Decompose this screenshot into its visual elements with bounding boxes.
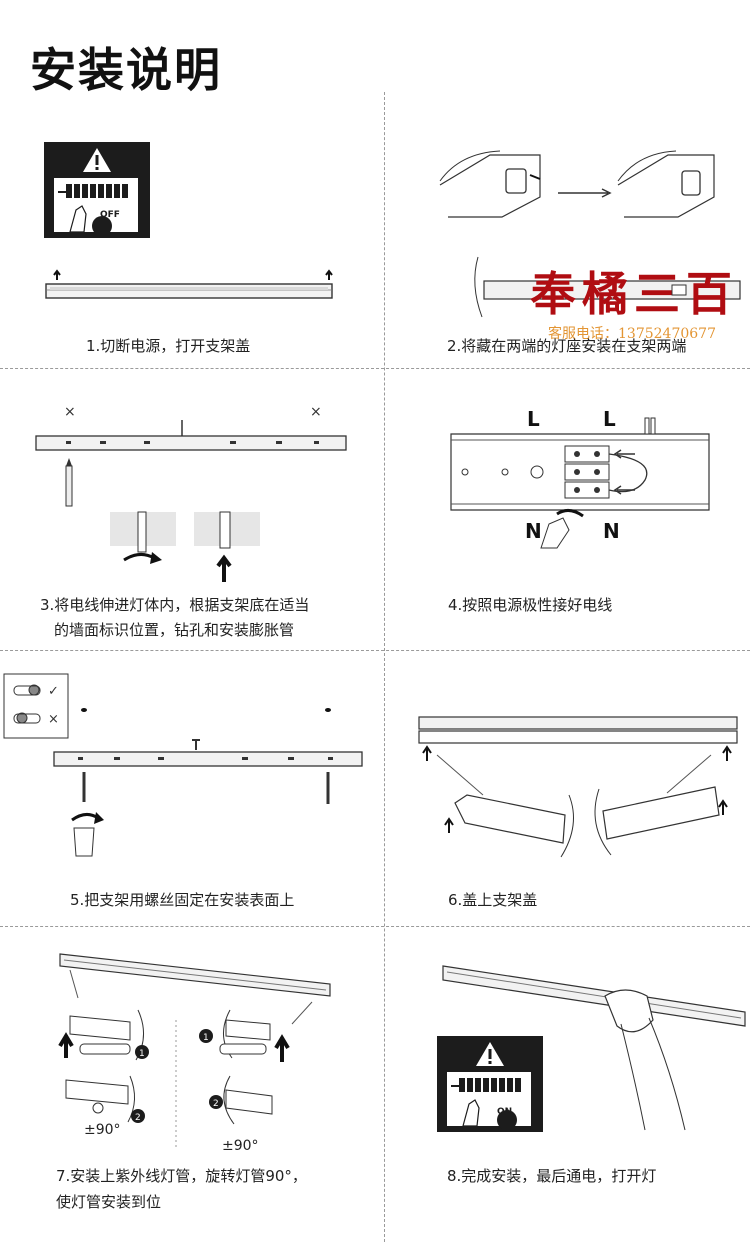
- up-arrow-icon: [325, 269, 333, 280]
- step1-illustration: OFF: [44, 142, 333, 299]
- switch-knob: [92, 216, 112, 236]
- up-arrow-icon: [718, 799, 728, 815]
- rotate-arrow-icon: [556, 509, 584, 518]
- svg-text:2: 2: [135, 1113, 141, 1123]
- ground-screw: [530, 465, 544, 479]
- step1-caption: 1.切断电源，打开支架盖: [86, 337, 251, 355]
- fixture-end: [65, 1079, 129, 1105]
- step4-illustration: L L N N: [450, 407, 710, 549]
- step3-illustration: × ×: [35, 404, 347, 582]
- up-arrow-icon: [274, 1034, 290, 1062]
- pencil-icon: [65, 465, 73, 507]
- step2-illustration: [439, 150, 741, 318]
- row-divider-3: [0, 926, 750, 927]
- on-label: ON: [497, 1107, 512, 1117]
- off-label: OFF: [100, 210, 120, 220]
- column-divider: [384, 92, 385, 1242]
- svg-text:1: 1: [203, 1033, 209, 1043]
- cross-mark: ×: [64, 404, 76, 420]
- step3-caption-line2: 的墙面标识位置，钻孔和安装膨胀管: [54, 621, 295, 639]
- step2-caption: 2.将藏在两端的灯座安装在支架两端: [447, 337, 687, 355]
- watermark-phone: 客服电话：13752470677: [548, 326, 716, 342]
- fixture-end: [602, 786, 720, 840]
- step6-caption: 6.盖上支架盖: [448, 891, 538, 909]
- screwdriver-hand-icon: [73, 827, 95, 857]
- rotate-arrow-icon: [71, 813, 99, 822]
- left-arrow-icon: [613, 449, 635, 459]
- step4-caption: 4.按照电源极性接好电线: [448, 596, 613, 614]
- cross-mark: ×: [310, 404, 322, 420]
- row-divider-1: [0, 368, 750, 369]
- fixture-end: [454, 794, 566, 844]
- step8-caption: 8.完成安装，最后通电，打开灯: [447, 1167, 657, 1185]
- svg-text:2: 2: [213, 1099, 219, 1109]
- up-arrow-icon: [722, 745, 732, 761]
- fixture-body: [418, 730, 738, 744]
- rotate-label: ±90°: [84, 1122, 121, 1138]
- up-arrow-icon: [422, 745, 432, 761]
- fixture-body: [442, 965, 746, 1027]
- neutral-label-right: N: [603, 519, 620, 543]
- screwdriver-hand-icon: [540, 517, 570, 549]
- terminal-block: [564, 445, 610, 499]
- step5-caption: 5.把支架用螺丝固定在安装表面上: [70, 891, 295, 909]
- rotate-arrow-icon: [123, 553, 155, 562]
- arrow-icon: [529, 174, 541, 180]
- lamp-socket: [505, 168, 527, 194]
- step8-illustration: ON: [437, 965, 746, 1132]
- step7-illustration: 1 2 ±90° 1 2 ±90°: [58, 953, 331, 1154]
- screw-hint-box: [3, 673, 69, 739]
- lamp-socket: [681, 170, 701, 196]
- live-label-left: L: [527, 407, 540, 431]
- watermark-brand: 奉橘三百: [530, 267, 738, 321]
- left-arrow-icon: [613, 485, 635, 495]
- fixture-end: [69, 1015, 131, 1041]
- step5-illustration: ✓ ×: [3, 673, 363, 857]
- up-arrow-icon: [53, 269, 61, 280]
- fixture-body: [45, 283, 333, 299]
- fixture-body: [53, 751, 363, 767]
- step6-illustration: [418, 716, 738, 858]
- step3-caption-line1: 3.将电线伸进灯体内，根据支架底在适当: [40, 596, 310, 614]
- check-mark: ✓: [48, 684, 59, 699]
- right-arrow-icon: [558, 188, 612, 198]
- svg-text:1: 1: [139, 1049, 145, 1059]
- step7-caption-line2: 使灯管安装到位: [56, 1193, 162, 1211]
- fixture-cover: [418, 716, 738, 730]
- row-divider-2: [0, 650, 750, 651]
- up-arrow-icon: [216, 554, 232, 582]
- fixture-end: [225, 1019, 271, 1041]
- breaker-switches: [66, 184, 128, 198]
- page-title: 安装说明: [30, 43, 222, 97]
- hand-icon: [462, 1099, 480, 1127]
- hand-icon: [604, 989, 654, 1033]
- hand-icon: [69, 205, 87, 233]
- breaker-switches: [459, 1078, 521, 1092]
- rotate-label: ±90°: [222, 1138, 259, 1154]
- switch-knob: [497, 1110, 517, 1130]
- step7-caption-line1: 7.安装上紫外线灯管，旋转灯管90°，: [56, 1167, 307, 1185]
- fixture-body: [35, 435, 347, 451]
- neutral-label-left: N: [525, 519, 542, 543]
- cross-mark: ×: [48, 712, 59, 727]
- up-arrow-icon: [444, 817, 454, 833]
- fixture-end: [225, 1089, 273, 1115]
- live-label-right: L: [603, 407, 616, 431]
- up-arrow-icon: [58, 1032, 74, 1058]
